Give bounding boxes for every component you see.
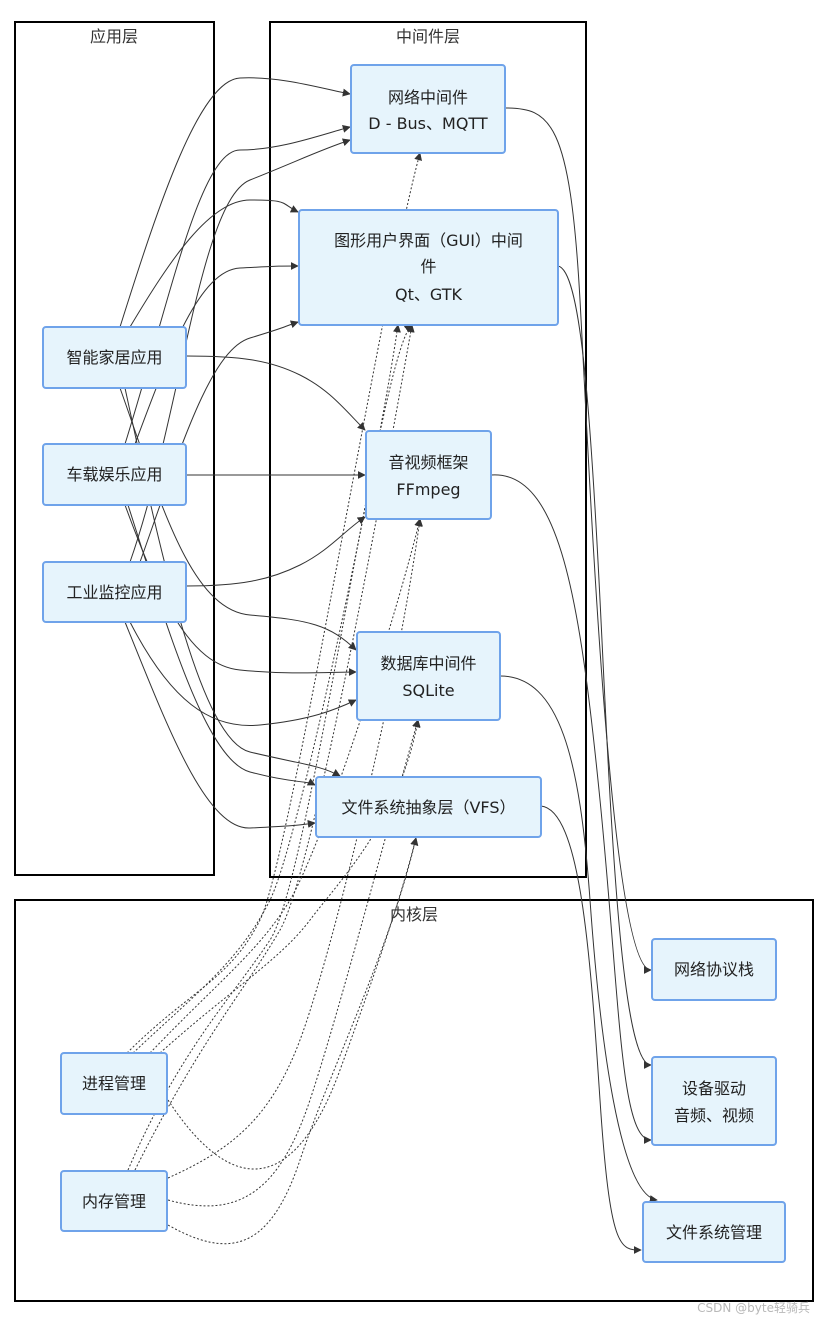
middleware-layer-group: 中间件层 [269,21,587,878]
svg-text:网络中间件: 网络中间件 [388,88,468,107]
svg-text:文件系统抽象层（VFS）: 文件系统抽象层（VFS） [341,798,515,817]
app-layer-group: 应用层 [14,21,215,876]
svg-text:音频、视频: 音频、视频 [674,1106,754,1125]
node-smart-home: 智能家居应用 [42,326,187,389]
svg-text:智能家居应用: 智能家居应用 [66,348,162,367]
svg-text:D - Bus、MQTT: D - Bus、MQTT [368,114,488,133]
edge-db-fs [499,675,658,1203]
edge-process-db [159,719,421,1054]
node-database-middleware: 数据库中间件 SQLite [356,631,501,721]
edge-gui-driver [557,265,652,1069]
middleware-layer-title: 中间件层 [396,27,460,46]
edge-industrial-vfs [124,621,316,829]
svg-text:Qt、GTK: Qt、GTK [395,285,462,304]
node-fs-management: 文件系统管理 [642,1201,786,1263]
node-network-middleware: 网络中间件 D - Bus、MQTT [350,64,506,154]
svg-text:数据库中间件: 数据库中间件 [380,654,476,673]
kernel-layer-group: 内核层 [14,899,814,1302]
edge-network-mw-stack [504,107,652,974]
node-vfs: 文件系统抽象层（VFS） [315,776,542,838]
edge-smart-home-network [119,77,351,328]
svg-text:FFmpeg: FFmpeg [396,480,460,499]
app-layer-title: 应用层 [90,27,138,46]
edge-process-vfs [167,837,419,1170]
edge-car-vfs [127,504,316,786]
kernel-to-middleware-edges [126,152,423,1245]
kernel-layer-title: 内核层 [390,905,438,924]
svg-text:图形用户界面（GUI）中间: 图形用户界面（GUI）中间 [334,231,523,250]
edge-process-av [149,518,423,1054]
node-gui-middleware: 图形用户界面（GUI）中间 件 Qt、GTK [298,209,559,326]
edge-smart-home-gui [129,199,299,328]
node-av-framework: 音视频框架 FFmpeg [365,430,492,520]
edge-smart-home-av [185,355,366,431]
middleware-to-kernel-edges [490,107,658,1254]
svg-text:车载娱乐应用: 车载娱乐应用 [66,465,162,484]
svg-text:进程管理: 进程管理 [82,1074,146,1093]
edge-memory-vfs [167,837,419,1245]
svg-text:音视频框架: 音视频框架 [388,453,468,472]
edge-av-driver [490,474,652,1144]
svg-text:设备驱动: 设备驱动 [682,1079,746,1098]
edge-industrial-av [185,516,366,587]
edge-memory-av [167,518,423,1179]
svg-text:工业监控应用: 工业监控应用 [66,583,162,602]
svg-text:文件系统管理: 文件系统管理 [666,1223,762,1242]
node-network-stack: 网络协议栈 [651,938,777,1001]
edge-memory-db [167,719,420,1207]
svg-text:件: 件 [420,257,436,276]
watermark: CSDN @byte轻骑兵 [697,1301,810,1315]
svg-text:内存管理: 内存管理 [82,1192,146,1211]
svg-text:SQLite: SQLite [402,681,454,700]
svg-text:网络协议栈: 网络协议栈 [674,960,754,979]
edge-industrial-db [129,621,357,727]
node-process-management: 进程管理 [60,1052,168,1115]
node-device-driver: 设备驱动 音频、视频 [651,1056,777,1146]
node-industrial-monitor: 工业监控应用 [42,561,187,623]
node-car-entertainment: 车载娱乐应用 [42,443,187,506]
edge-vfs-fs [540,805,642,1254]
node-memory-management: 内存管理 [60,1170,168,1232]
